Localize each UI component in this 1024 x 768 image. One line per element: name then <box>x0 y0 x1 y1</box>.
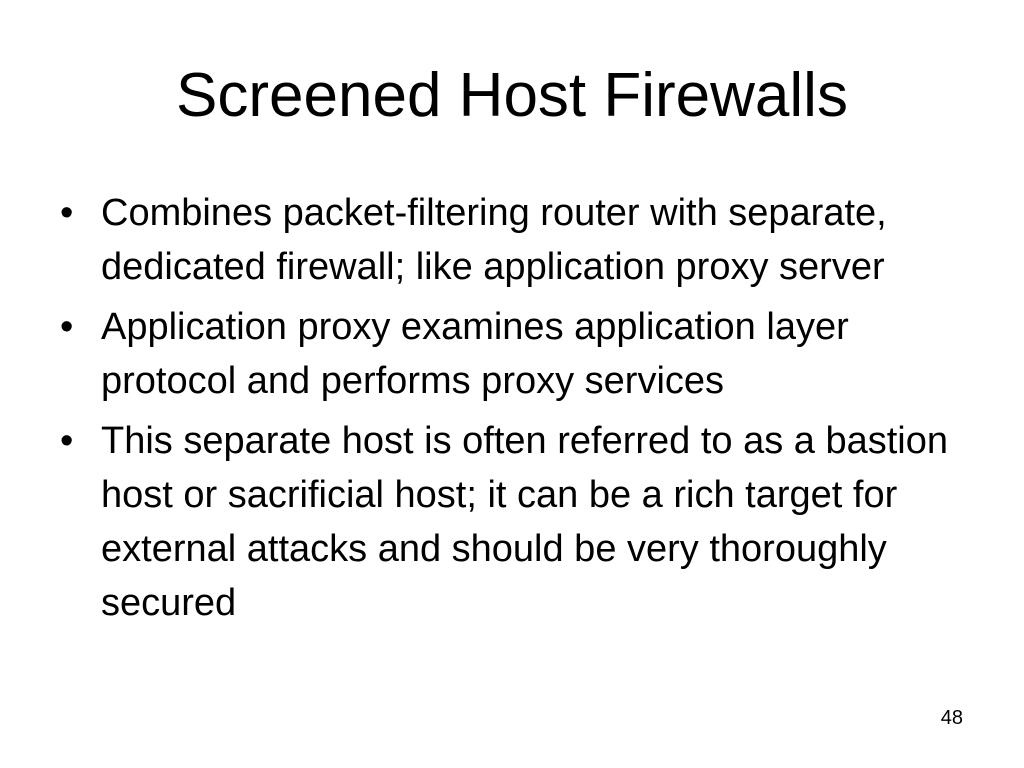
bullet-marker: • <box>60 192 74 234</box>
bullet-item: • This separate host is often referred t… <box>56 414 976 630</box>
bullet-text: Combines packet-filtering router with se… <box>101 192 887 288</box>
bullet-text: This separate host is often referred to … <box>101 420 949 624</box>
bullet-marker: • <box>60 420 74 462</box>
page-number: 48 <box>940 707 963 729</box>
bullet-item: • Application proxy examines application… <box>56 300 976 408</box>
bullet-item: • Combines packet-filtering router with … <box>56 186 976 294</box>
bullet-marker: • <box>60 306 74 348</box>
slide-title: Screened Host Firewalls <box>176 61 848 130</box>
bullet-text: Application proxy examines application l… <box>101 306 849 402</box>
bullet-list: • Combines packet-filtering router with … <box>56 186 976 636</box>
